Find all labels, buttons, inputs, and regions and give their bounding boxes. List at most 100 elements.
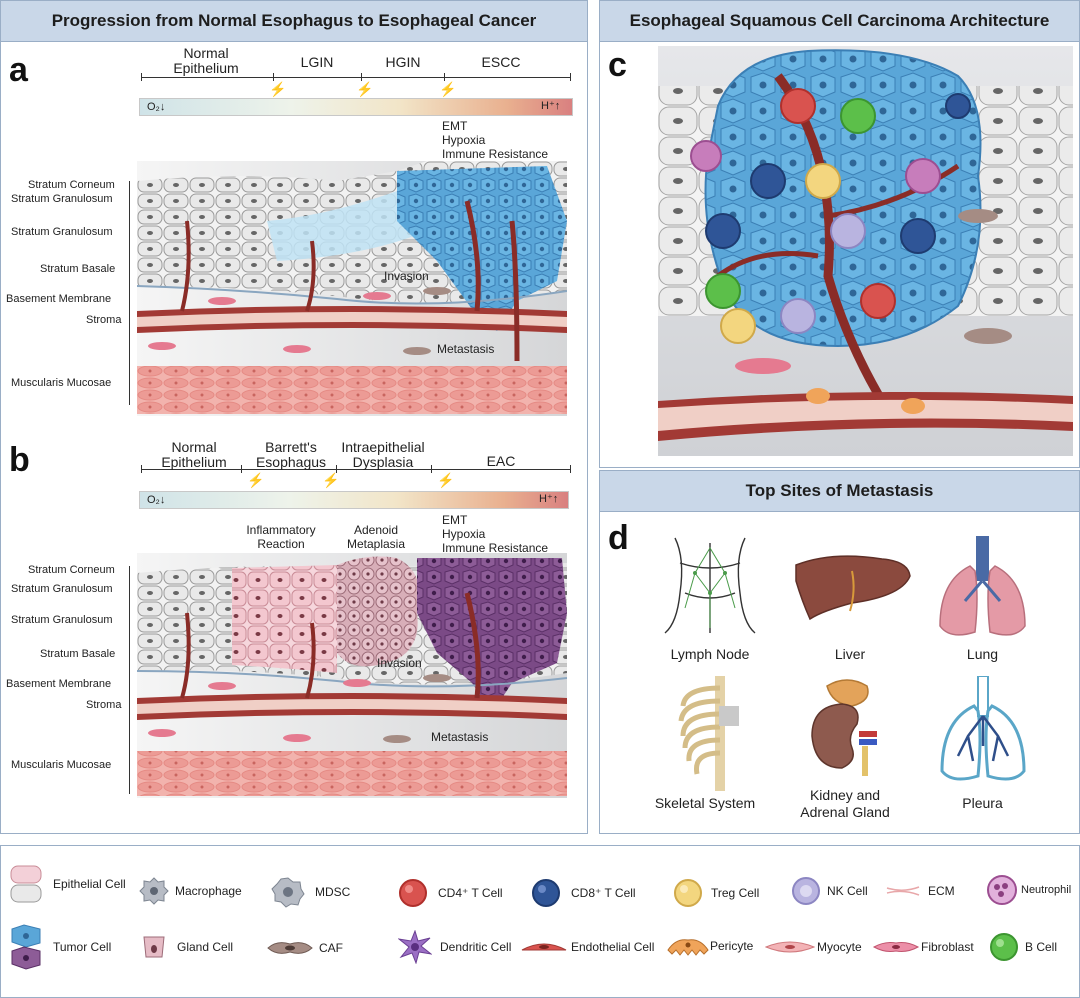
escc-tumor-illustration <box>658 46 1073 456</box>
invasion-label-a: Invasion <box>384 269 429 283</box>
stage-intraepithelial-dysplasia: Intraepithelial Dysplasia <box>341 439 425 470</box>
stage-hgin: HGIN <box>385 54 421 70</box>
legend-label: CD8⁺ T Cell <box>571 886 636 900</box>
lightning-icon: ⚡ <box>439 81 457 97</box>
layer-bracket-b <box>129 566 130 794</box>
legend-label: Macrophage <box>175 884 242 898</box>
timeline-tick <box>570 73 571 81</box>
panel-progression-title: Progression from Normal Esophagus to Eso… <box>1 1 587 42</box>
stage-lgin: LGIN <box>300 54 334 70</box>
panel-metastasis-title: Top Sites of Metastasis <box>600 471 1079 512</box>
stage-eac: EAC <box>486 453 516 469</box>
oxygen-label: O₂↓ <box>147 101 166 113</box>
cd4-t-cell-icon <box>399 879 427 907</box>
myocyte-icon <box>765 941 815 953</box>
legend-label: Treg Cell <box>711 886 760 900</box>
legend-label: Fibroblast <box>921 940 974 954</box>
legend-label: Epithelial Cell <box>53 877 126 891</box>
legend-label: Endothelial Cell <box>571 940 655 954</box>
legend-label: Tumor Cell <box>53 940 112 954</box>
layer-bracket-a <box>129 181 130 405</box>
legend-treg-cell: Treg Cell <box>673 878 759 908</box>
panel-progression: Progression from Normal Esophagus to Eso… <box>0 0 588 834</box>
stage-barretts-esophagus: Barrett's Esophagus <box>255 439 327 470</box>
epithelial-cell-icon <box>10 865 42 903</box>
mdsc-icon <box>271 877 305 908</box>
proton-label: H⁺↑ <box>541 100 561 112</box>
layer-stratum-basale: Stratum Basale <box>40 263 116 275</box>
legend-label: Myocyte <box>817 940 862 954</box>
legend-caf: CAF <box>267 940 343 956</box>
tissue-illustration-b <box>137 553 567 798</box>
stage-normal-epithelium: Normal Epithelium <box>173 45 239 76</box>
tumor-features-label: EMT Hypoxia Immune Resistance <box>442 119 549 161</box>
legend-label: Dendritic Cell <box>440 940 512 954</box>
lung-icon <box>939 536 1026 636</box>
legend-label: NK Cell <box>827 884 868 898</box>
proton-label: H⁺↑ <box>539 493 559 505</box>
stage-normal-epithelium: Normal Epithelium <box>161 439 227 470</box>
pericyte-icon <box>667 939 709 956</box>
stage-escc: ESCC <box>481 54 521 70</box>
panel-d-letter: d <box>608 519 629 557</box>
site-liver: Liver <box>834 646 866 662</box>
layer-stratum-granulosum: Stratum Granulosum <box>11 193 113 205</box>
site-lung: Lung <box>966 646 999 662</box>
diagram-a-timeline <box>141 77 571 78</box>
legend-myocyte: Myocyte <box>765 940 862 954</box>
legend-label: MDSC <box>315 885 351 899</box>
legend-tumor-cell: Tumor Cell <box>9 924 111 970</box>
lightning-icon: ⚡ <box>247 472 265 488</box>
panel-escc-architecture: Esophageal Squamous Cell Carcinoma Archi… <box>599 0 1080 468</box>
layer-stratum-granulosum: Stratum Granulosum <box>11 614 113 626</box>
timeline-tick <box>273 73 274 81</box>
oxygen-proton-gradient-bar <box>139 98 573 116</box>
layer-stratum-corneum: Stratum Corneum <box>28 564 115 576</box>
timeline-tick <box>141 73 142 81</box>
metastasis-label-b: Metastasis <box>431 730 489 744</box>
legend-endothelial-cell: Endothelial Cell <box>521 940 654 954</box>
endothelial-cell-icon <box>521 943 567 951</box>
legend-cd4-t-cell: CD4⁺ T Cell <box>398 878 503 908</box>
legend-b-cell: B Cell <box>989 932 1057 962</box>
timeline-tick <box>570 465 571 473</box>
inflammatory-reaction-label: Inflammatory Reaction <box>246 523 316 551</box>
layer-stratum-granulosum: Stratum Granulosum <box>11 226 113 238</box>
legend-nk-cell: NK Cell <box>791 876 868 906</box>
dendritic-cell-icon <box>398 930 432 964</box>
timeline-tick <box>141 465 142 473</box>
macrophage-icon <box>139 877 169 905</box>
layer-stratum-corneum: Stratum Corneum <box>28 179 115 191</box>
layer-stratum-basale: Stratum Basale <box>40 648 116 660</box>
panel-metastasis-sites: Top Sites of Metastasis d Lymph Node Liv… <box>599 470 1080 834</box>
diagram-b-letter: b <box>9 441 30 479</box>
layer-basement-membrane: Basement Membrane <box>6 293 112 305</box>
legend-dendritic-cell: Dendritic Cell <box>398 930 511 964</box>
site-pleura: Pleura <box>962 795 1003 811</box>
timeline-tick <box>361 73 362 81</box>
neutrophil-icon <box>987 875 1017 905</box>
oxygen-label: O₂↓ <box>147 494 166 506</box>
lightning-icon: ⚡ <box>437 472 455 488</box>
panel-c-letter: c <box>608 46 627 84</box>
ecm-icon <box>886 886 920 896</box>
legend-label: ECM <box>928 884 955 898</box>
layer-basement-membrane: Basement Membrane <box>6 678 112 690</box>
legend-label: CD4⁺ T Cell <box>438 886 503 900</box>
site-lymph-node: Lymph Node <box>670 646 750 662</box>
b-cell-icon <box>990 933 1018 961</box>
nk-cell-icon <box>792 877 820 905</box>
layer-muscularis-mucosae: Muscularis Mucosae <box>11 759 112 771</box>
tissue-illustration-a <box>137 161 567 416</box>
timeline-tick <box>444 73 445 81</box>
skeletal-system-icon <box>678 676 739 791</box>
legend-cd8-t-cell: CD8⁺ T Cell <box>531 878 636 908</box>
legend-label: B Cell <box>1025 940 1058 954</box>
tumor-features-label: EMT Hypoxia Immune Resistance <box>442 513 549 555</box>
diagram-a-letter: a <box>9 51 28 89</box>
treg-cell-icon <box>674 879 702 907</box>
legend-gland-cell: Gland Cell <box>141 934 233 960</box>
legend-ecm: ECM <box>886 884 955 898</box>
layer-stratum-granulosum: Stratum Granulosum <box>11 583 113 595</box>
invasion-label-b: Invasion <box>377 656 422 670</box>
